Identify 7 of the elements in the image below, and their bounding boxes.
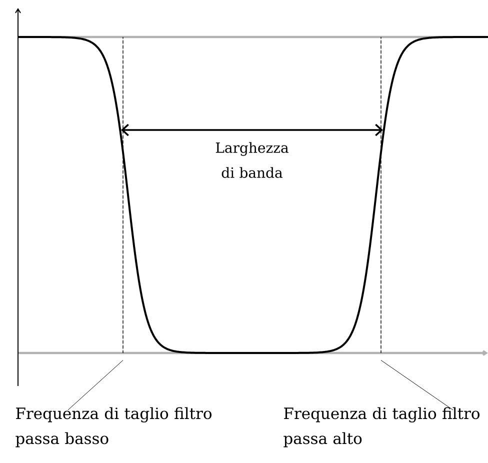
leader-line [380, 360, 454, 410]
leader-line [68, 360, 124, 410]
cutoff-line [380, 36, 382, 354]
cutoff-label: Frequenza di taglio filtro passa basso [16, 407, 212, 448]
cutoff-label: Frequenza di taglio filtro passa alto [284, 407, 480, 448]
cutoff-line [122, 36, 124, 354]
dimension-label: Larghezza di banda [216, 142, 288, 178]
